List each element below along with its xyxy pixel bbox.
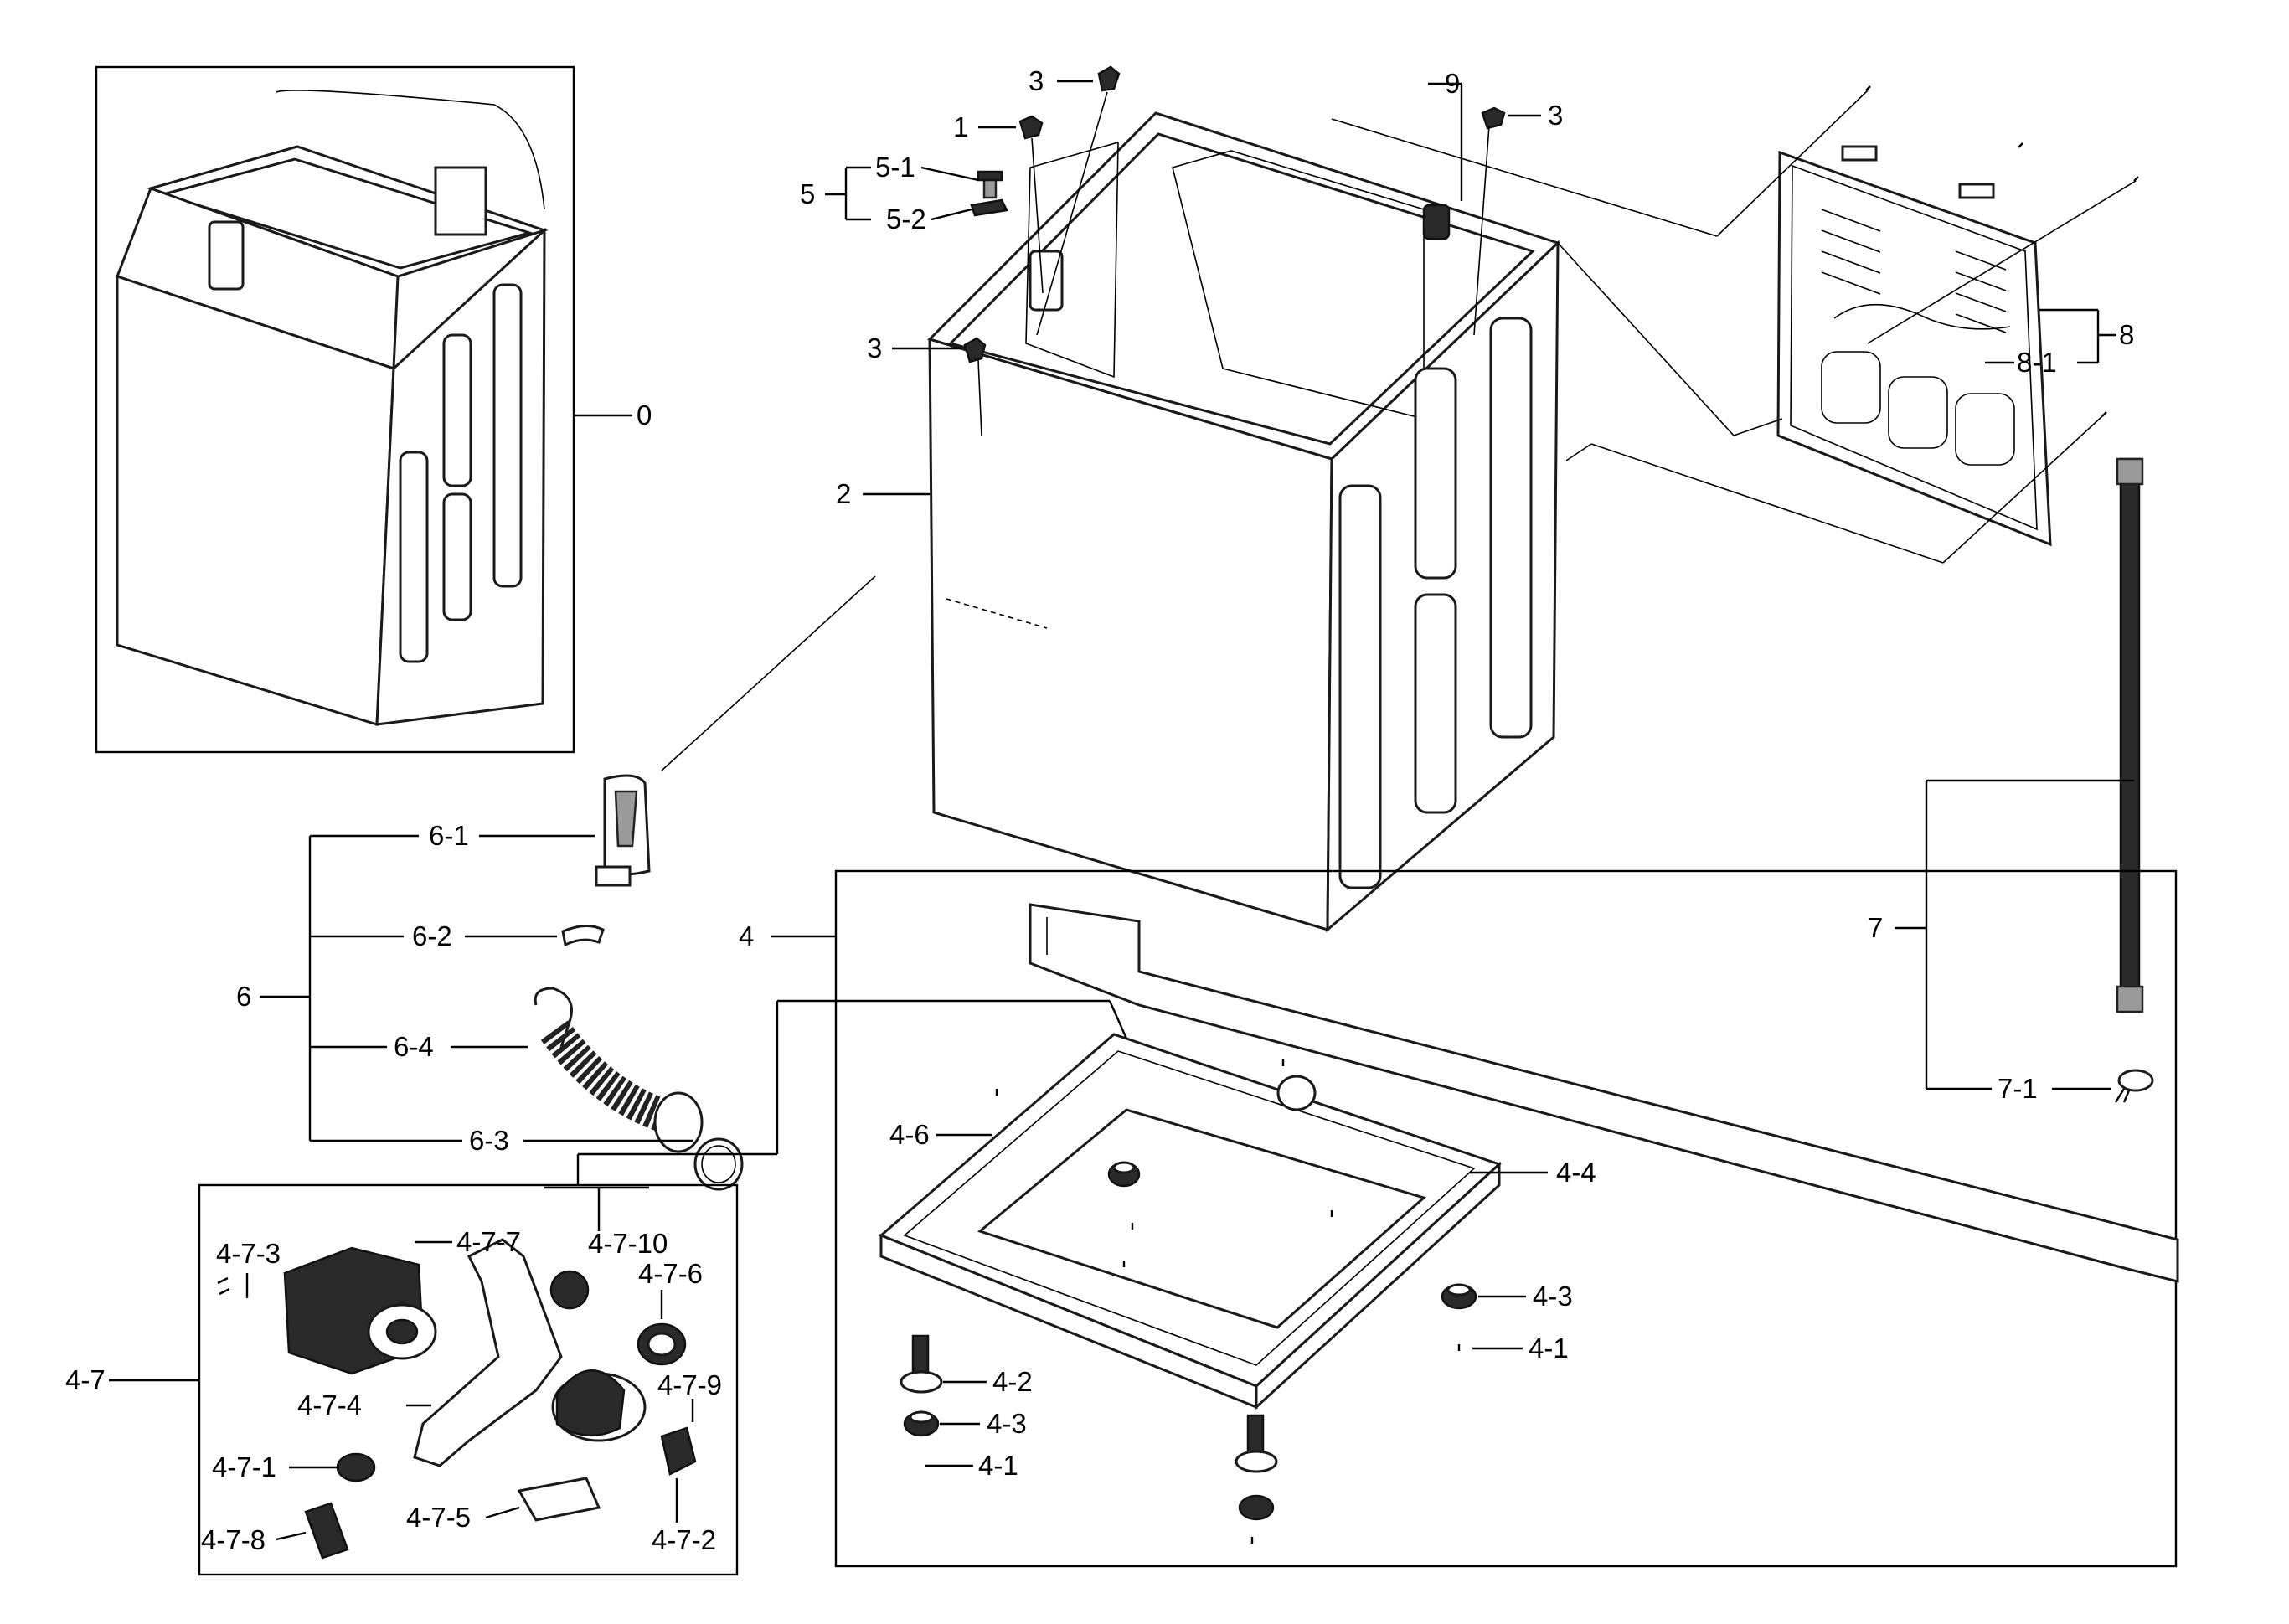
label-0: 0	[637, 400, 652, 430]
drain-cap-6-1	[595, 774, 651, 887]
screw-5-1	[977, 170, 1003, 199]
screws-4-7-3	[217, 1273, 249, 1298]
label-5-2: 5-2	[886, 204, 926, 235]
label-4-2: 4-2	[992, 1366, 1033, 1397]
label-6-4: 6-4	[394, 1031, 434, 1062]
label-4: 4	[739, 920, 754, 951]
bracket-3-right	[1481, 106, 1506, 130]
label-4-7-7: 4-7-7	[456, 1226, 521, 1257]
seal-4-7-6	[637, 1322, 687, 1366]
label-8-1: 8-1	[2017, 347, 2057, 378]
hose-clamp	[2114, 1069, 2154, 1103]
label-4-1-right: 4-1	[1529, 1333, 1569, 1364]
label-6-1: 6-1	[429, 820, 469, 851]
label-5: 5	[800, 178, 815, 209]
label-4-1-left: 4-1	[978, 1450, 1018, 1481]
filter-4-7-1	[336, 1452, 376, 1482]
assembly-view-frame	[95, 65, 575, 754]
foot-rubber-4-3-left	[903, 1410, 940, 1437]
assembled-cabinet	[116, 90, 549, 727]
base-screws	[995, 1059, 1461, 1544]
label-4-7-2: 4-7-2	[652, 1524, 716, 1555]
label-4-7-10: 4-7-10	[588, 1228, 668, 1259]
label-4-4: 4-4	[1556, 1157, 1596, 1188]
base-group-frame	[834, 869, 2178, 1568]
label-6: 6	[236, 981, 251, 1012]
label-4-7-5: 4-7-5	[406, 1502, 471, 1533]
switch-4-7-2	[660, 1426, 697, 1476]
pump-housing-4-7-5	[517, 1369, 647, 1522]
bracket-1	[1018, 115, 1044, 140]
label-1: 1	[953, 111, 968, 142]
bracket-3-top	[1097, 65, 1121, 92]
label-7-1: 7-1	[1998, 1073, 2038, 1104]
label-4-3-left: 4-3	[987, 1408, 1027, 1439]
pump-bracket-4-7-4	[413, 1238, 563, 1467]
leg-4-2-left	[900, 1334, 943, 1394]
label-4-7: 4-7	[65, 1364, 106, 1395]
label-4-7-3: 4-7-3	[216, 1238, 281, 1269]
label-3-right: 3	[1548, 100, 1563, 131]
label-5-1: 5-1	[875, 152, 915, 183]
sensor-9	[1422, 204, 1451, 240]
bracket-5-2	[970, 198, 1008, 217]
drain-pump-motor	[283, 1246, 437, 1375]
foot-rubber-4-3-right	[1441, 1283, 1477, 1310]
label-6-2: 6-2	[412, 920, 452, 951]
clamp-6-3	[693, 1137, 744, 1191]
filter-cap-4-7-7	[549, 1270, 590, 1310]
foot-rubber-center	[1107, 1161, 1141, 1188]
drain-hose-6-4	[534, 987, 704, 1153]
label-4-6: 4-6	[889, 1119, 930, 1150]
back-panel-screws	[1865, 85, 2139, 417]
label-8: 8	[2119, 319, 2134, 350]
label-9: 9	[1445, 68, 1460, 99]
back-panel	[1776, 145, 2052, 547]
front-trim-strip	[1029, 903, 2179, 1283]
label-4-7-4: 4-7-4	[297, 1389, 362, 1420]
label-7: 7	[1868, 912, 1883, 943]
bracket-3-left	[963, 337, 987, 363]
label-4-7-9: 4-7-9	[657, 1369, 722, 1400]
label-3-top: 3	[1029, 65, 1044, 96]
cover-4-7-8	[304, 1502, 349, 1560]
base-frame	[879, 1033, 1502, 1410]
leg-right-front	[1235, 1414, 1278, 1521]
label-4-7-8: 4-7-8	[201, 1524, 266, 1555]
ring-6-2	[561, 925, 605, 947]
inlet-hose	[2116, 457, 2144, 1013]
label-4-3-right: 4-3	[1533, 1281, 1573, 1312]
label-4-7-6: 4-7-6	[638, 1258, 703, 1289]
label-3-left: 3	[867, 333, 882, 363]
label-2: 2	[836, 478, 851, 509]
label-4-7-1: 4-7-1	[212, 1451, 276, 1482]
label-6-3: 6-3	[469, 1125, 509, 1156]
cabinet-main	[927, 111, 1560, 933]
